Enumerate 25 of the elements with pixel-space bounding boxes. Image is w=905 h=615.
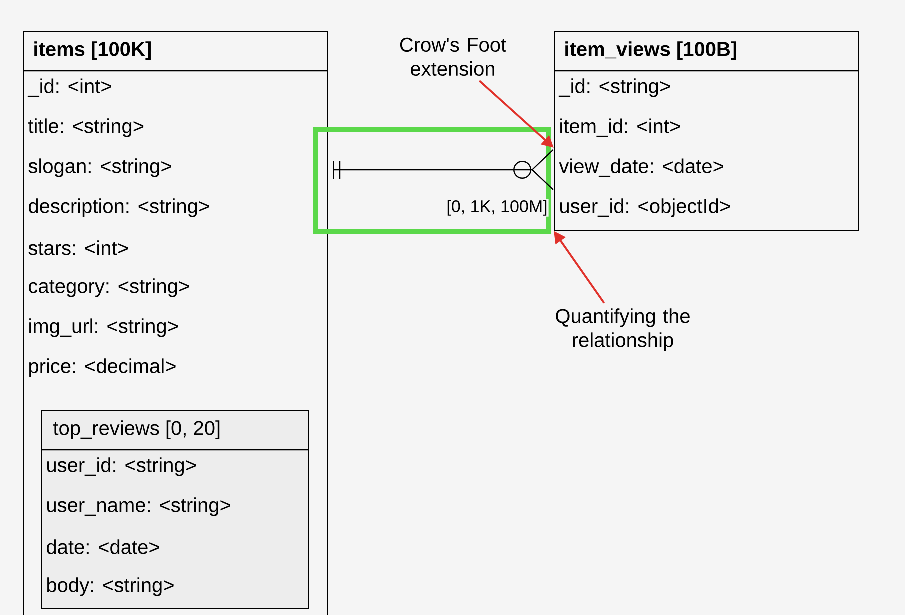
field-label: price: <decimal>	[30, 358, 176, 378]
field-label: _id: <string>	[558, 78, 670, 98]
field-label: user_id: <objectId>	[560, 198, 730, 218]
annotation-text: Quantifying the relationship	[556, 308, 690, 352]
field-label: item_id: <int>	[560, 118, 680, 138]
field-label: stars: <int>	[28, 240, 128, 256]
field-label: body: <string>	[48, 578, 174, 596]
field-label: description: <string>	[29, 198, 210, 218]
field-label: img_url: <string>	[30, 318, 178, 338]
table-box	[41, 410, 310, 610]
field-label: view_date: <date>	[559, 158, 724, 178]
field-label: category: <string>	[29, 278, 190, 298]
relationship-line	[333, 150, 554, 190]
field-label: _id: <int>	[28, 78, 112, 98]
table-box	[554, 31, 860, 232]
table-header: item_views [100B]	[566, 42, 736, 60]
field-label: user_name: <string>	[48, 498, 230, 516]
table-header: items [100K]	[34, 42, 151, 60]
annotation-text: Crow's Foot extension	[400, 38, 506, 76]
field-label: user_id: <string>	[48, 458, 196, 476]
field-label: title: <string>	[28, 118, 144, 138]
field-label: date: <date>	[47, 540, 160, 554]
table-header: top_reviews [0, 20]	[54, 420, 220, 440]
edge-label: [0, 1K, 100M]	[446, 199, 549, 217]
field-label: slogan: <string>	[28, 158, 172, 178]
